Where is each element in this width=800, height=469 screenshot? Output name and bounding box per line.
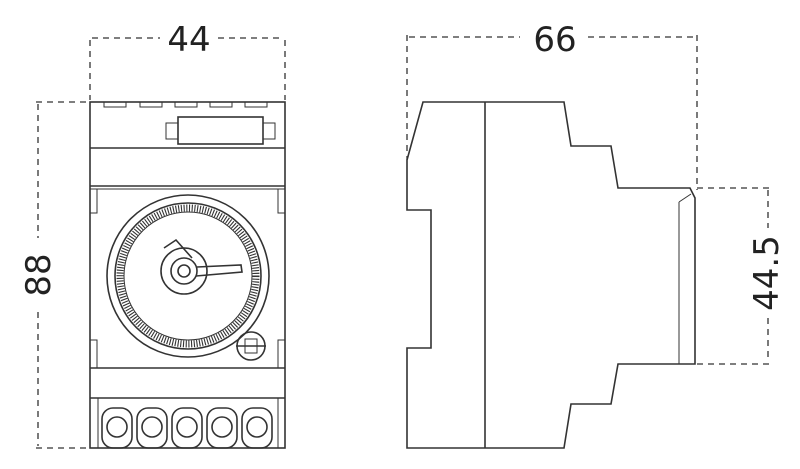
face-height-dimension: 44.5 bbox=[697, 187, 787, 365]
side-depth-label: 66 bbox=[533, 20, 576, 60]
bottom-terminals bbox=[97, 397, 279, 449]
side-depth-dimension: 66 bbox=[406, 20, 698, 190]
front-width-label: 44 bbox=[167, 20, 210, 60]
front-view: 44 88 bbox=[19, 20, 286, 449]
side-housing bbox=[406, 101, 696, 449]
height-label: 88 bbox=[19, 253, 59, 296]
side-view: 66 44.5 bbox=[406, 20, 787, 449]
front-width-dimension: 44 bbox=[89, 20, 286, 100]
timer-dial bbox=[106, 194, 270, 358]
height-dimension: 88 bbox=[19, 101, 88, 449]
override-switch-icon bbox=[236, 331, 266, 361]
face-height-label: 44.5 bbox=[747, 235, 787, 311]
